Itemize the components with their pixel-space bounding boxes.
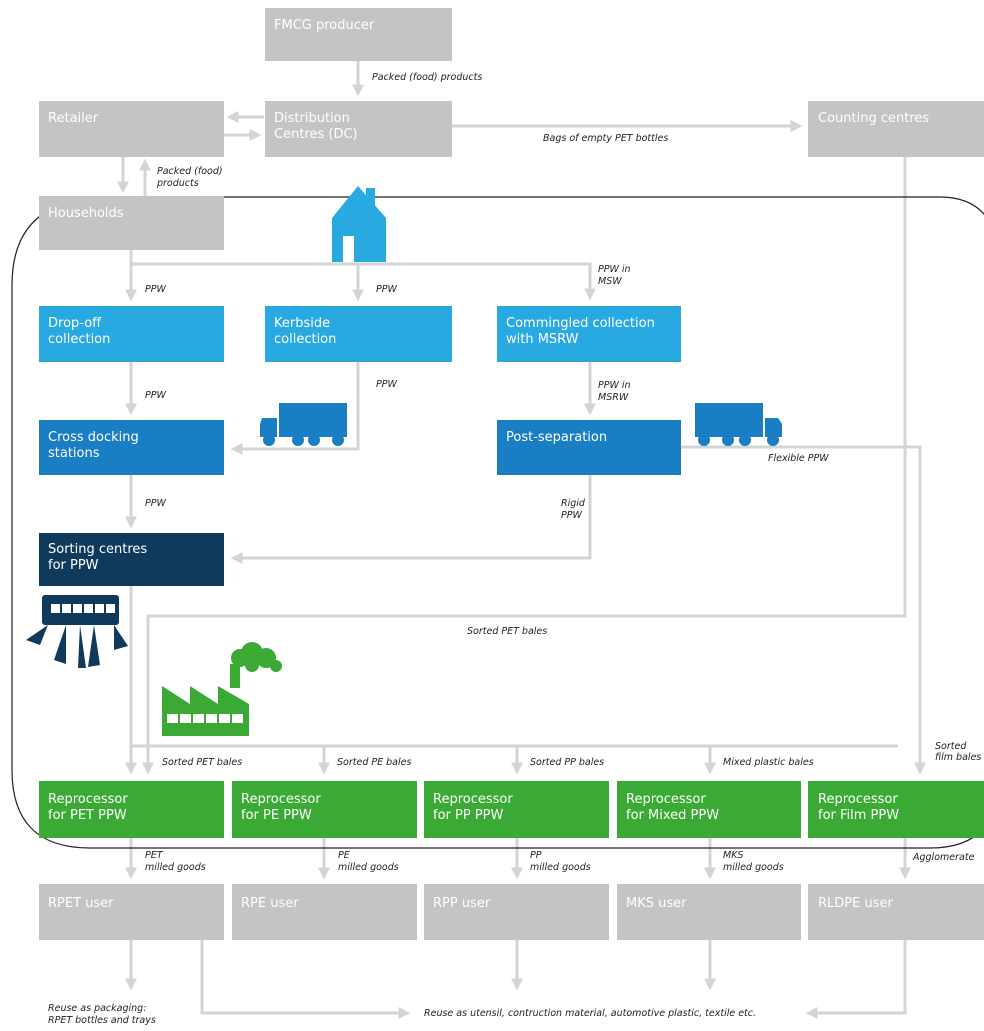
flow-label-reuse-packaging: Reuse as packaging:RPET bottles and tray… [48, 1003, 156, 1026]
svg-text:Post-separation: Post-separation [506, 430, 607, 445]
flow-label-ppw-kerbside: PPW [376, 284, 397, 295]
flow-labels: Packed (food) products Bags of empty PET… [48, 72, 981, 1026]
flow-label-sorted-pe: Sorted PE bales [337, 757, 411, 768]
svg-text:Counting centres: Counting centres [818, 111, 929, 126]
flow-label-bags-pet: Bags of empty PET bottles [543, 133, 668, 144]
box-user-rpp: RPP user [424, 884, 609, 940]
box-user-rldpe: RLDPE user [808, 884, 984, 940]
truck-icon [260, 403, 347, 446]
truck-icon [695, 403, 782, 446]
flow-label-ppw-dropoff-cross: PPW [145, 390, 166, 401]
svg-text:Households: Households [48, 206, 124, 221]
flow-label-packed-products-households: Packed (food)products [156, 166, 223, 189]
svg-text:Retailer: Retailer [48, 111, 99, 126]
flow-label-ppw-dropoff: PPW [145, 284, 166, 295]
sorting-machine-icon [26, 595, 128, 668]
svg-text:MKS user: MKS user [626, 896, 687, 911]
flow-label-mixed-bales: Mixed plastic bales [723, 757, 814, 768]
flow-label-agglomerate: Agglomerate [912, 852, 975, 863]
svg-text:RLDPE user: RLDPE user [818, 896, 893, 911]
flow-label-sorted-pp: Sorted PP bales [530, 757, 604, 768]
svg-text:RPP user: RPP user [433, 896, 491, 911]
house-icon [332, 186, 386, 262]
flow-label-sorted-pet-mid: Sorted PET bales [467, 626, 547, 637]
box-households: Households [39, 196, 224, 250]
box-fmcg-producer: FMCG producer [265, 8, 452, 61]
flow-label-ppw-kerbside-cross: PPW [376, 379, 397, 390]
system-boundary [11, 196, 984, 849]
svg-text:FMCG producer: FMCG producer [274, 18, 375, 33]
svg-text:RPE user: RPE user [241, 896, 299, 911]
box-counting-centres: Counting centres [808, 101, 984, 157]
factory-icon [162, 642, 282, 736]
flow-label-ppw-cross-sorting: PPW [145, 498, 166, 509]
flow-arrows [117, 61, 926, 1019]
flow-label-sorted-pet: Sorted PET bales [162, 757, 242, 768]
box-post-separation: Post-separation [497, 420, 681, 475]
flow-label-reuse-utensil: Reuse as utensil, contruction material, … [424, 1008, 756, 1019]
svg-text:RPET user: RPET user [48, 896, 114, 911]
flow-label-flexible-ppw: Flexible PPW [768, 453, 829, 464]
flow-label-packed-products: Packed (food) products [372, 72, 482, 83]
box-user-mks: MKS user [617, 884, 801, 940]
box-retailer: Retailer [39, 101, 224, 157]
box-user-rpe: RPE user [232, 884, 417, 940]
box-user-rpet: RPET user [39, 884, 224, 940]
